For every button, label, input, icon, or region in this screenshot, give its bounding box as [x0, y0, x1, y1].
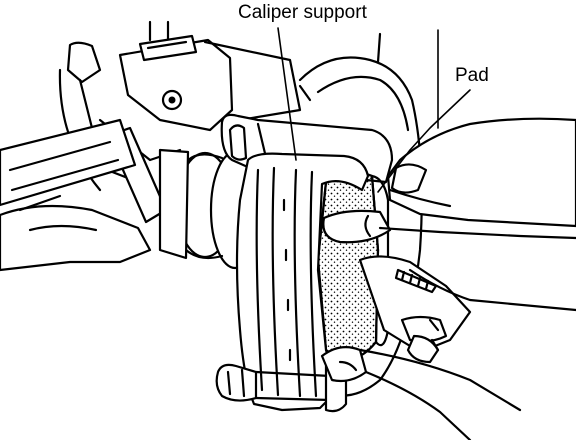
label-pad: Pad	[455, 65, 489, 86]
right-hand-lower	[320, 255, 576, 440]
caliper-support	[215, 152, 370, 413]
left-hand	[0, 194, 152, 272]
label-caliper-support: Caliper support	[238, 2, 367, 23]
leader-pad	[377, 89, 471, 193]
hub-bolt	[394, 268, 438, 294]
right-hand-upper	[322, 117, 576, 244]
drive-shaft-boot	[0, 118, 261, 270]
leader-caliper-support	[277, 27, 297, 161]
